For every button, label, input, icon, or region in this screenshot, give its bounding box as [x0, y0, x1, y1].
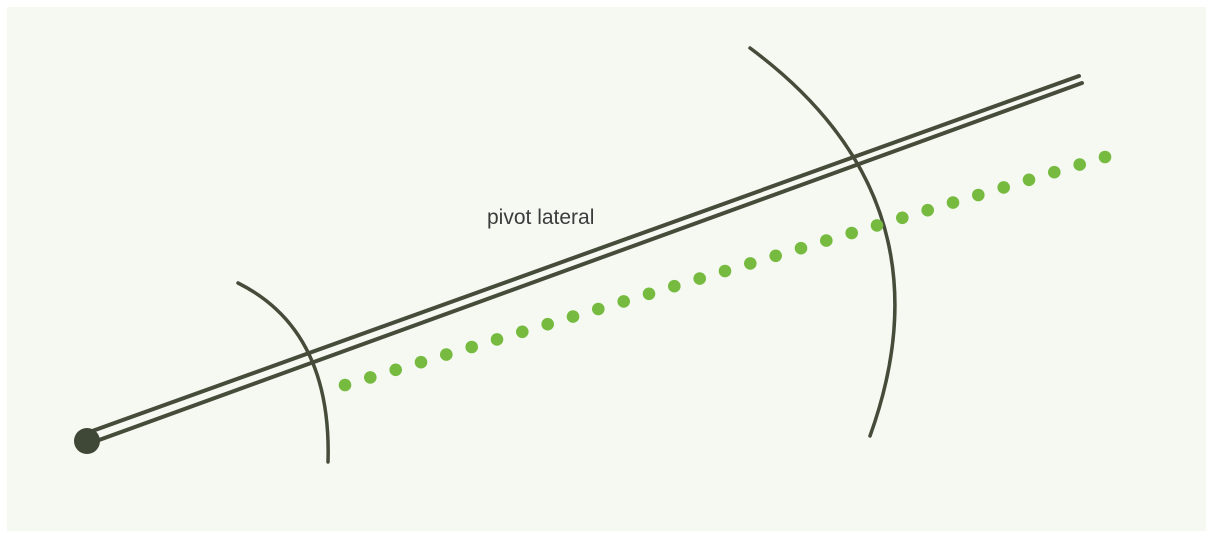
path-dot	[870, 219, 884, 232]
path-dot	[769, 249, 782, 263]
path-dot	[642, 287, 656, 301]
path-dot	[845, 226, 858, 240]
path-dot	[440, 348, 453, 361]
path-dot	[794, 241, 808, 255]
path-dot	[1022, 173, 1036, 187]
path-dot	[693, 272, 706, 285]
dotted-path	[338, 150, 1112, 392]
diagram-label: pivot lateral	[487, 206, 594, 229]
path-dot	[744, 257, 757, 270]
outer-arc	[748, 46, 897, 438]
diagram-panel	[7, 7, 1206, 531]
path-dot	[668, 279, 681, 293]
inner-arc	[236, 281, 330, 464]
path-dot	[490, 333, 504, 346]
double-line-arm	[82, 74, 1084, 446]
path-dot	[946, 196, 960, 209]
path-dot	[718, 264, 732, 278]
path-dot	[896, 211, 909, 225]
path-dot	[617, 295, 630, 308]
path-dot	[389, 363, 403, 377]
path-dot	[1098, 150, 1112, 164]
path-dot	[465, 340, 479, 354]
arm-line-lower	[86, 81, 1084, 446]
path-dot	[566, 310, 580, 323]
path-dot	[414, 355, 428, 369]
arm-line-upper	[82, 74, 1081, 436]
path-dot	[997, 181, 1010, 194]
path-dot	[972, 188, 985, 202]
path-dot	[1073, 158, 1086, 171]
pivot-point	[74, 428, 100, 454]
path-dot	[592, 302, 605, 316]
path-dot	[921, 203, 934, 217]
path-dot	[338, 378, 352, 392]
path-dot	[820, 234, 833, 247]
path-dot	[1048, 165, 1061, 179]
path-dot	[541, 317, 554, 331]
path-dot	[364, 371, 377, 384]
path-dot	[516, 325, 529, 339]
